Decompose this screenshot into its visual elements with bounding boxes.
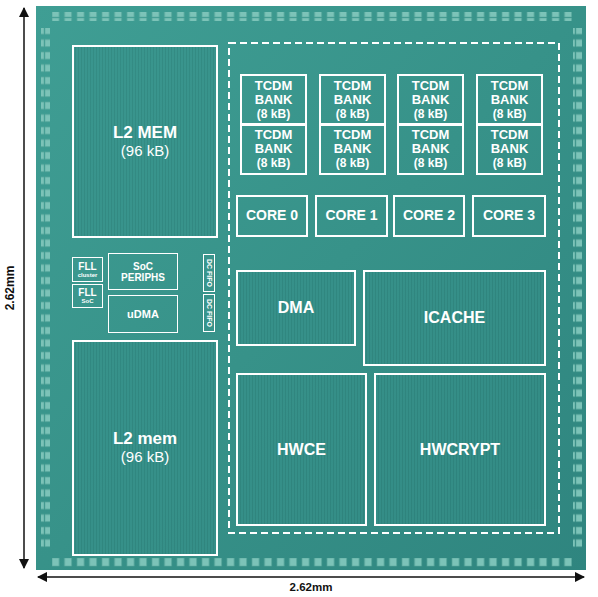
block-label: uDMA [127, 308, 159, 320]
tcdm-bank: TCDM BANK(8 kB) [319, 123, 386, 175]
block-label: FLL [78, 287, 96, 298]
block-label: TCDM BANK [323, 128, 382, 157]
block-label: ICACHE [424, 309, 485, 327]
block-detail: (96 kB) [121, 449, 169, 466]
block-label: TCDM BANK [480, 128, 539, 157]
tcdm-bank: TCDM BANK(8 kB) [397, 123, 464, 175]
fll-block: FLLcluster [72, 257, 103, 282]
block-label: TCDM BANK [323, 79, 382, 108]
cache-block: ICACHE [363, 270, 546, 366]
core-block: CORE 2 [393, 195, 465, 237]
core-block: CORE 0 [236, 195, 308, 237]
block-label: SoC PERIPHS [111, 261, 175, 283]
block-label: L2 MEM [113, 124, 177, 143]
block-detail: (8 kB) [414, 157, 447, 170]
tcdm-bank: TCDM BANK(8 kB) [240, 74, 307, 126]
dimension-label: 2.62mm [4, 266, 18, 311]
tcdm-bank: TCDM BANK(8 kB) [319, 74, 386, 126]
accelerator-block: HWCRYPT [374, 373, 546, 526]
block-label: HWCRYPT [420, 441, 500, 459]
block-detail: (8 kB) [336, 108, 369, 121]
block-label: L2 mem [113, 430, 177, 449]
pad-row [52, 12, 572, 21]
fifo-block: DC FIFO [203, 294, 215, 332]
memory-block: L2 mem(96 kB) [72, 340, 218, 556]
block-detail: (8 kB) [257, 108, 290, 121]
dimension-label: 2.62mm [290, 581, 333, 594]
pad-column [41, 28, 50, 548]
tcdm-bank: TCDM BANK(8 kB) [476, 74, 543, 126]
fifo-block: DC FIFO [203, 254, 215, 292]
block-detail: (8 kB) [414, 108, 447, 121]
tcdm-bank: TCDM BANK(8 kB) [240, 123, 307, 175]
block-label: TCDM BANK [244, 79, 303, 108]
core-block: CORE 3 [472, 195, 546, 237]
block-label: CORE 0 [246, 208, 298, 223]
block-label: DC FIFO [205, 299, 213, 327]
block-detail: cluster [78, 272, 98, 279]
block-detail: (8 kB) [257, 157, 290, 170]
block-label: CORE 3 [483, 208, 535, 223]
block-label: HWCE [277, 441, 326, 459]
block-label: TCDM BANK [401, 128, 460, 157]
block-detail: (8 kB) [336, 157, 369, 170]
fll-block: FLLSoC [72, 284, 103, 308]
udma-block: uDMA [108, 295, 178, 333]
pad-row [52, 558, 572, 567]
macro-texture [73, 46, 545, 555]
dimension-arrow [38, 576, 584, 578]
block-detail: (8 kB) [493, 108, 526, 121]
block-detail: (96 kB) [121, 143, 169, 160]
peripheral-block: SoC PERIPHS [108, 253, 178, 290]
accelerator-block: HWCE [236, 373, 367, 526]
block-label: DMA [278, 299, 314, 317]
tcdm-bank: TCDM BANK(8 kB) [397, 74, 464, 126]
pad-column [573, 28, 582, 548]
dimension-arrow [23, 8, 25, 568]
memory-block: L2 MEM(96 kB) [72, 45, 218, 238]
cluster-outline [229, 43, 559, 533]
block-label: TCDM BANK [480, 79, 539, 108]
tcdm-bank: TCDM BANK(8 kB) [476, 123, 543, 175]
block-detail: (8 kB) [493, 157, 526, 170]
die-body [36, 6, 586, 570]
block-label: CORE 2 [403, 208, 455, 223]
block-detail: SoC [82, 298, 94, 305]
block-label: FLL [78, 261, 96, 272]
block-label: CORE 1 [325, 208, 377, 223]
core-block: CORE 1 [315, 195, 388, 237]
block-label: DC FIFO [205, 259, 213, 287]
block-label: TCDM BANK [244, 128, 303, 157]
block-label: TCDM BANK [401, 79, 460, 108]
dma-block: DMA [236, 270, 356, 346]
